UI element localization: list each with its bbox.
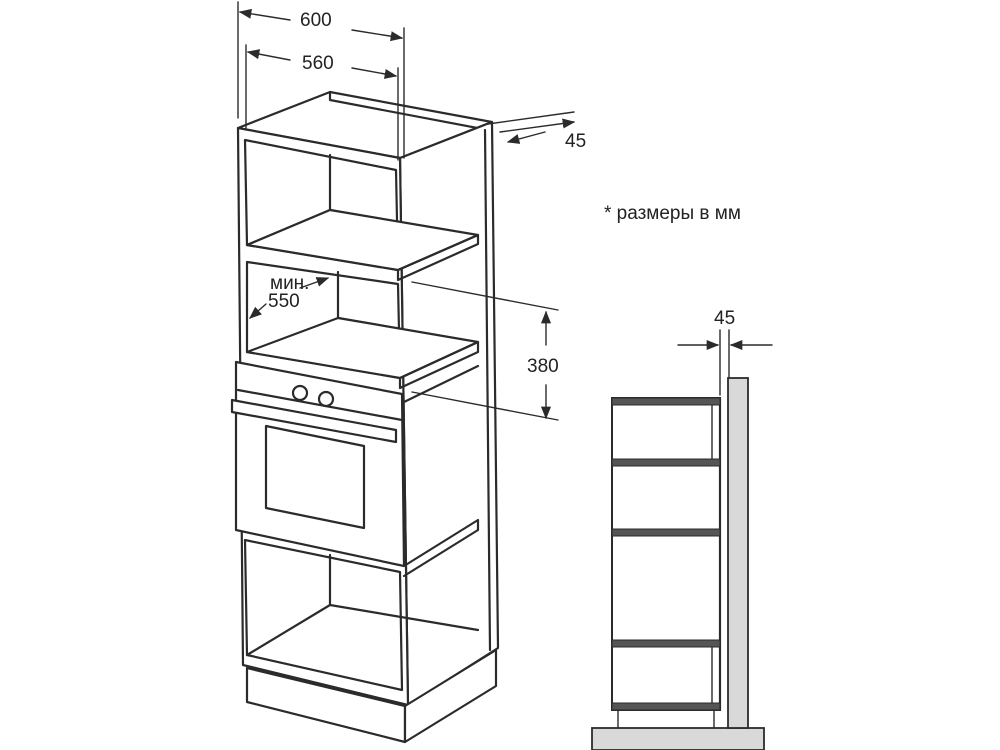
oven-knob-right — [317, 390, 335, 408]
dim-560: 560 — [245, 44, 399, 161]
dim-550-label: 550 — [268, 291, 300, 312]
dim-380-label: 380 — [527, 356, 559, 377]
dim-600: 600 — [237, 1, 405, 159]
dim-600-label: 600 — [300, 10, 332, 31]
lower-niche — [243, 538, 404, 692]
cabinet-3d — [230, 90, 500, 744]
section-shelf-1 — [611, 458, 721, 467]
section-bottom-board — [611, 702, 721, 711]
dim-45-side-label: 45 — [714, 308, 735, 329]
section-shelf-2 — [611, 528, 721, 537]
dim-min-550: мин. 550 — [249, 273, 330, 319]
side-section — [591, 377, 765, 750]
section-shelf-3 — [611, 639, 721, 648]
oven-knob-left — [291, 384, 309, 402]
dim-380: 380 — [411, 281, 559, 421]
dim-45-top: 45 — [487, 111, 586, 152]
cabinet-section — [611, 397, 721, 711]
section-top-board — [611, 397, 721, 406]
floor — [591, 727, 765, 750]
dim-560-label: 560 — [302, 53, 334, 74]
dim-min-label: мин. — [270, 273, 309, 294]
oven-handle — [230, 398, 398, 444]
units-note: * размеры в мм — [604, 203, 741, 224]
wall — [727, 377, 749, 729]
cabinet-right-side — [398, 120, 500, 707]
oven-window — [264, 424, 366, 530]
dim-45-side: 45 — [677, 308, 773, 396]
dim-45-top-label: 45 — [565, 131, 586, 152]
